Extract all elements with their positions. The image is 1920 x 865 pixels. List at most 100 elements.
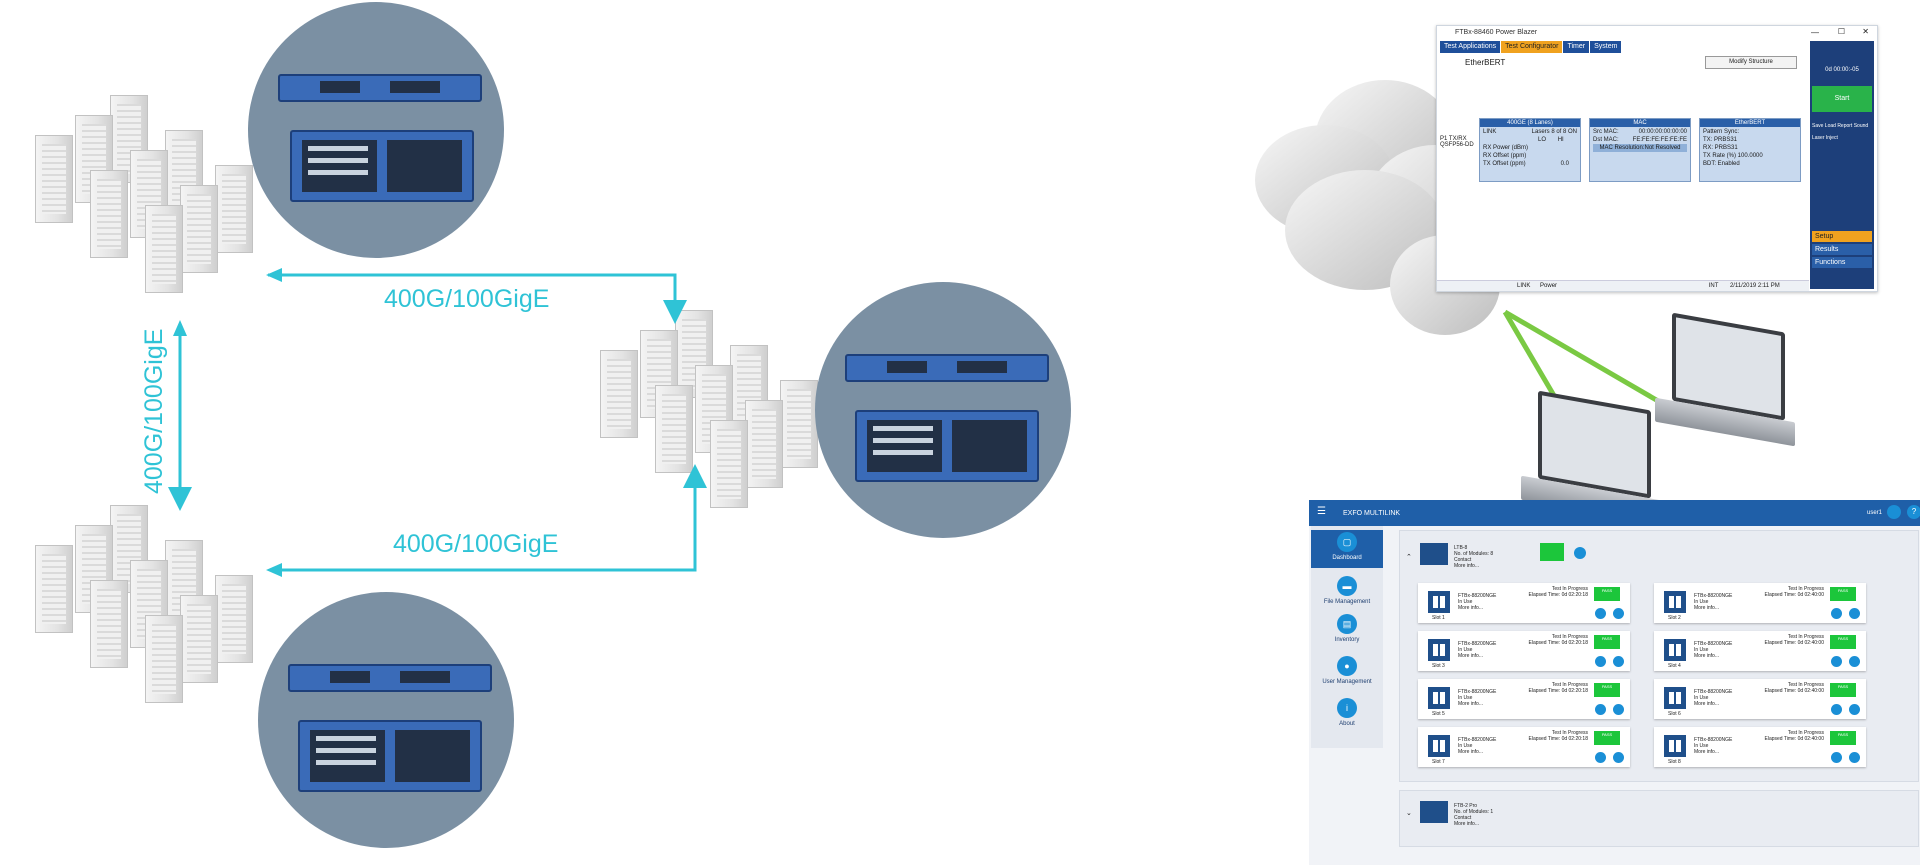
pass-label: PASS [1601,684,1613,689]
view-icon[interactable] [1831,752,1842,763]
calendar-icon[interactable] [1613,704,1624,715]
view-icon[interactable] [1595,752,1606,763]
brand-logo: EXFO MULTILINK [1343,510,1401,517]
module-status: Test In Progress [1787,682,1824,688]
module-slot: Slot 1 [1432,615,1445,621]
elapsed-time: 0d 02:40:00 [1797,688,1824,694]
calendar-icon[interactable] [1849,656,1860,667]
maximize-icon[interactable]: ☐ [1837,27,1845,36]
view-icon[interactable] [1831,704,1842,715]
module-model: FTBx-88200NGE [1694,593,1733,599]
pass-badge: PASS [1594,635,1620,649]
module-more-info[interactable]: More info... [1694,701,1720,707]
minimize-icon[interactable]: — [1811,28,1819,37]
module-in-use: In Use [1694,647,1709,653]
view-icon[interactable] [1595,704,1606,715]
module-more-info[interactable]: More info... [1694,749,1720,755]
unit-more-info[interactable]: More info... [1454,821,1480,827]
calendar-icon[interactable] [1613,752,1624,763]
tab-test-configurator[interactable]: Test Configurator [1501,41,1563,53]
view-icon[interactable] [1831,656,1842,667]
module-in-use: In Use [1694,695,1709,701]
multilink-dashboard: ☰ EXFO MULTILINK user1 ? ▢ Dashboard ▬ F… [1309,500,1920,865]
calendar-icon[interactable] [1613,656,1624,667]
calendar-icon[interactable] [1849,704,1860,715]
tx-offset-label: TX Offset (ppm) [1483,161,1526,167]
pass-badge: PASS [1594,683,1620,697]
calendar-icon[interactable] [1849,608,1860,619]
tx-rate: TX Rate (%) 100.0000 [1703,153,1763,159]
module-icon [1428,639,1450,661]
module-more-info[interactable]: More info... [1458,701,1484,707]
module-more-info[interactable]: More info... [1694,653,1720,659]
view-icon[interactable] [1595,608,1606,619]
etherbert-box[interactable]: EtherBERT Pattern Sync: TX: PRBS31 RX: P… [1699,118,1801,182]
module-status: Test In Progress [1787,730,1824,736]
menu-functions[interactable]: Functions [1812,257,1872,268]
test-name: EtherBERT [1465,58,1506,67]
sound-icon[interactable]: Sound [1853,123,1869,129]
nav-inventory[interactable]: ▤ Inventory [1311,614,1383,643]
server-rack [35,135,73,223]
unit-lock-icon[interactable] [1574,547,1586,559]
menu-results[interactable]: Results [1812,244,1872,255]
module-more-info[interactable]: More info... [1458,605,1484,611]
elapsed-time: 0d 02:20:18 [1561,688,1588,694]
calendar-icon[interactable] [1613,608,1624,619]
nav-dashboard[interactable]: ▢ Dashboard [1311,530,1383,568]
server-cluster-right [595,300,865,520]
link-label: LINK [1483,129,1497,135]
laser-icon[interactable]: Laser [1812,135,1825,141]
module-icon [1664,687,1686,709]
module-more-info[interactable]: More info... [1458,749,1484,755]
module-icon [1428,591,1450,613]
module-more-info[interactable]: More info... [1458,653,1484,659]
dashboard-icon: ▢ [1337,532,1357,552]
rx-pattern: RX: PRBS31 [1703,145,1738,151]
collapse-icon[interactable]: ⌃ [1406,554,1412,561]
nav-user-management[interactable]: ● User Management [1311,656,1383,685]
unit-more-info[interactable]: More info... [1454,563,1480,569]
tab-test-applications[interactable]: Test Applications [1440,41,1501,53]
nav-inventory-label: Inventory [1334,637,1360,643]
nav-dashboard-label: Dashboard [1332,555,1362,561]
report-icon[interactable]: Report [1837,123,1853,129]
physical-box[interactable]: 400GE (8 Lanes) LINK Lasers 8 of 8 ON LO… [1479,118,1581,182]
mac-box[interactable]: MAC Src MAC: 00:00:00:00:00:00 Dst MAC: … [1589,118,1691,182]
unit-panel-ltb8: ⌃ LTB-8 No. of Modules: 8 Contact More i… [1399,530,1919,782]
power-blazer-window: FTBx-88460 Power Blazer — ☐ ✕ Test Appli… [1436,25,1878,292]
window-title: FTBx-88460 Power Blazer [1455,29,1538,36]
calendar-icon[interactable] [1849,752,1860,763]
user-icon[interactable] [1887,505,1901,519]
server-rack [215,575,253,663]
menu-icon[interactable]: ☰ [1317,506,1326,517]
module-in-use: In Use [1694,743,1709,749]
start-button[interactable]: Start [1812,86,1872,112]
help-icon[interactable]: ? [1907,505,1920,519]
modify-structure-button[interactable]: Modify Structure [1705,56,1797,69]
inject-icon[interactable]: Inject [1825,135,1838,141]
module-more-info[interactable]: More info... [1694,605,1720,611]
expand-icon[interactable]: ⌄ [1406,810,1412,817]
nav-about[interactable]: i About [1311,698,1383,727]
save-load-icon[interactable]: Save Load [1812,123,1836,129]
pass-label: PASS [1837,732,1849,737]
close-icon[interactable]: ✕ [1862,27,1869,36]
tab-timer[interactable]: Timer [1563,41,1590,53]
menu-setup[interactable]: Setup [1812,231,1872,242]
mac-resolution: MAC Resolution:Not Resolved [1593,144,1687,152]
elapsed-label: Elapsed Time: [1764,640,1797,646]
tab-system[interactable]: System [1590,41,1622,53]
view-icon[interactable] [1831,608,1842,619]
elapsed-label: Elapsed Time: [1528,736,1561,742]
nav-file-management[interactable]: ▬ File Management [1311,576,1383,605]
view-icon[interactable] [1595,656,1606,667]
